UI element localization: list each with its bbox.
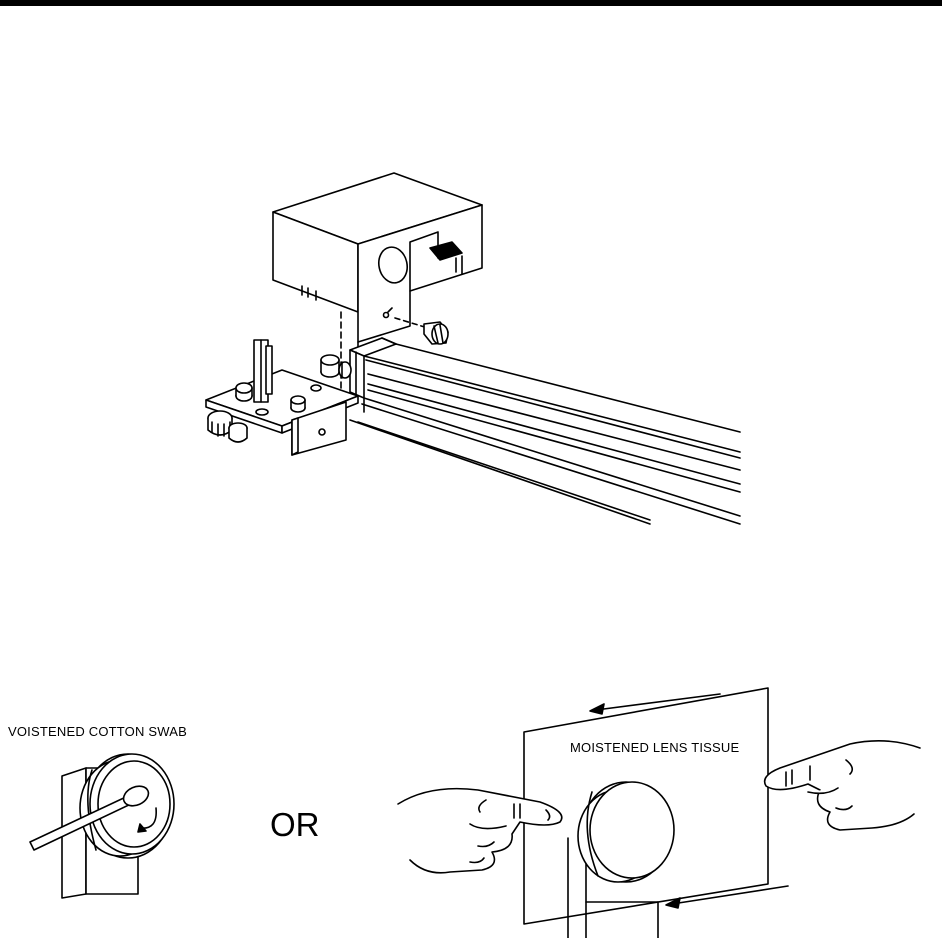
cotton-swab-label: VOISTENED COTTON SWAB (8, 724, 187, 739)
lens-tissue-icon (524, 688, 788, 938)
hand-icon (765, 741, 920, 830)
rail-icon (350, 338, 740, 524)
mirror-cover-icon (273, 173, 482, 342)
arrow-icon (590, 704, 604, 714)
lens-tissue-label: MOISTENED LENS TISSUE (570, 740, 739, 755)
or-label: OR (270, 806, 320, 844)
cotton-swab-icon (30, 754, 174, 898)
mirror-mount-icon (206, 340, 358, 455)
